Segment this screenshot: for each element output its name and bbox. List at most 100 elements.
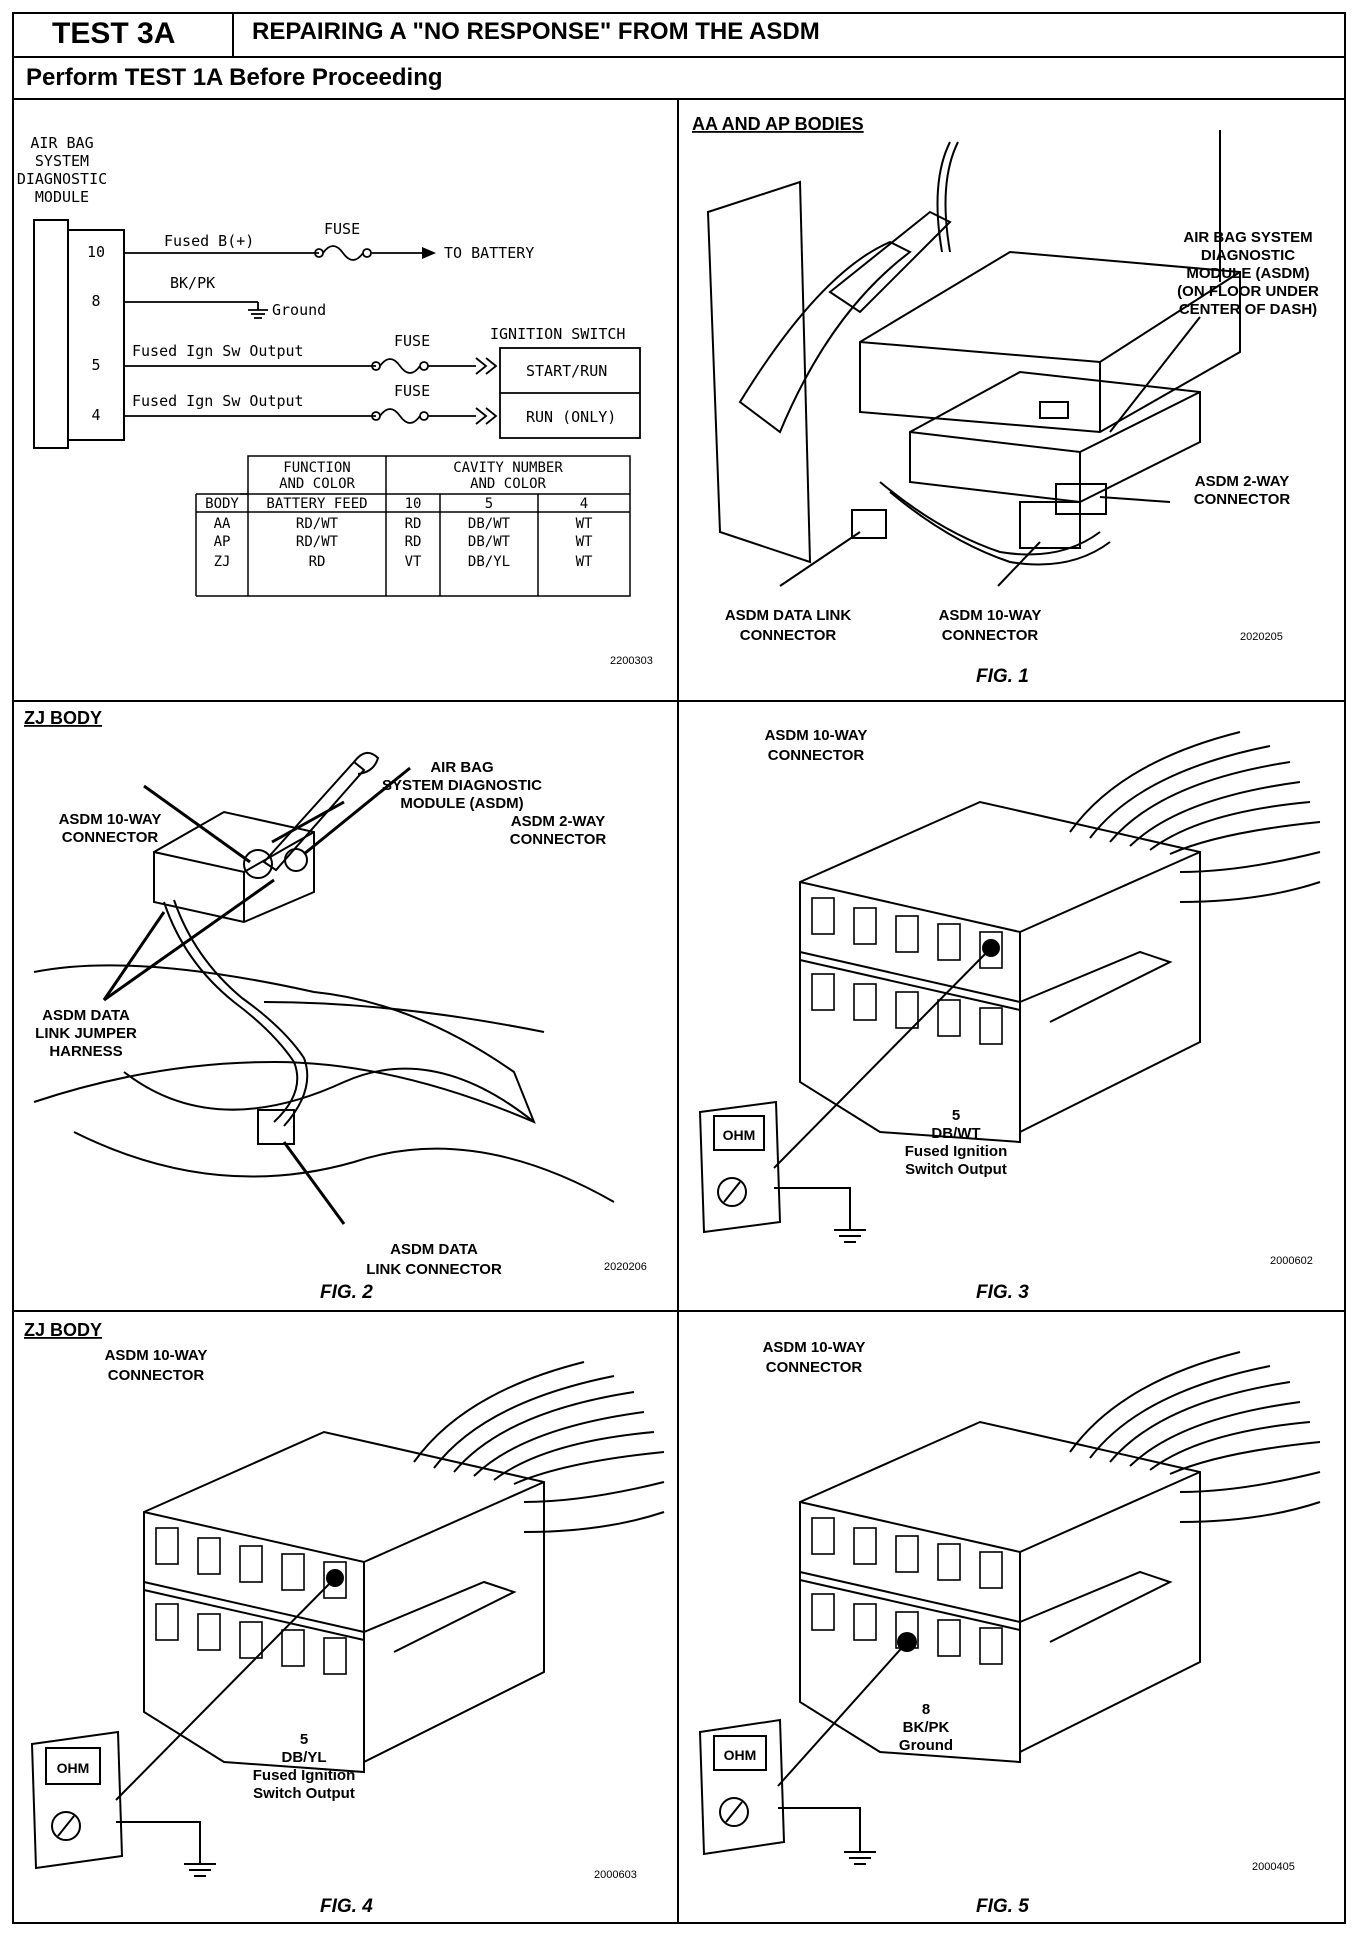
test-number: TEST 3A bbox=[12, 12, 234, 56]
fig2-heading: ZJ BODY bbox=[24, 708, 102, 728]
battery-arrow bbox=[422, 247, 436, 259]
cavity bbox=[895, 991, 919, 1029]
figure-caption: FIG. 5 bbox=[976, 1896, 1029, 1917]
cavity bbox=[197, 1537, 221, 1575]
cavity bbox=[937, 1543, 961, 1581]
reference-number: 2000405 bbox=[1252, 1861, 1295, 1873]
two-way-label: ASDM 2-WAY bbox=[1195, 473, 1289, 490]
asdm-callout: AIR BAG bbox=[430, 759, 493, 776]
test-header: TEST 3A REPAIRING A "NO RESPONSE" FROM T… bbox=[12, 12, 1346, 58]
ground-lead bbox=[116, 1821, 201, 1864]
callout-leader bbox=[303, 766, 411, 856]
prerequisite-note: Perform TEST 1A Before Proceeding bbox=[12, 58, 1346, 100]
wire-label: Fused Ign Sw Output bbox=[132, 392, 304, 410]
cavity bbox=[937, 1619, 961, 1657]
ohmmeter-dial-pointer bbox=[723, 1181, 741, 1203]
ohmmeter-display bbox=[713, 1115, 765, 1151]
probe-lead bbox=[773, 947, 992, 1169]
callout-leader bbox=[1099, 496, 1171, 503]
table-cell: 4 bbox=[580, 496, 588, 512]
switch-position: START/RUN bbox=[526, 362, 607, 380]
retainer-rail bbox=[143, 1589, 365, 1641]
fig4-illustration: ZJ BODY ASDM 10-WAY CONNECTOR OHM bbox=[24, 1320, 665, 1917]
cavity bbox=[811, 1593, 835, 1631]
table-cell: 10 bbox=[405, 496, 422, 512]
row-divider bbox=[12, 700, 1346, 702]
retainer-tab bbox=[363, 1580, 517, 1653]
cavity bbox=[853, 1527, 877, 1565]
cavity bbox=[811, 897, 835, 935]
fig1-illustration: AA AND AP BODIES AIR BAG SYSTEM DIAGNOST… bbox=[692, 114, 1319, 687]
test-title: REPAIRING A "NO RESPONSE" FROM THE ASDM bbox=[252, 18, 820, 45]
retainer-rail bbox=[143, 1581, 365, 1633]
table-cell: DB/WT bbox=[468, 516, 511, 532]
probe-lead bbox=[115, 1577, 336, 1801]
module-label: AIR BAG bbox=[30, 134, 93, 152]
reference-number: 2000602 bbox=[1270, 1255, 1313, 1267]
fuse-label: FUSE bbox=[324, 220, 360, 238]
cavity bbox=[323, 1637, 347, 1675]
table-cell: RD bbox=[405, 516, 422, 532]
callout-leader bbox=[102, 911, 166, 1001]
table-cell: BATTERY FEED bbox=[266, 496, 367, 512]
connector-title: ASDM 10-WAY bbox=[765, 727, 868, 744]
two-way-connector bbox=[1055, 483, 1107, 515]
ground-label: Ground bbox=[272, 301, 326, 319]
asdm-callout: MODULE (ASDM) bbox=[1186, 265, 1309, 282]
ohmmeter-label: OHM bbox=[723, 1127, 756, 1143]
fuse-4 bbox=[371, 408, 476, 424]
cavity bbox=[323, 1561, 347, 1599]
reference-number: 2020205 bbox=[1240, 631, 1283, 643]
jumper-harness bbox=[163, 901, 299, 1123]
probe-cavity: 5 bbox=[300, 1731, 308, 1748]
callout-leader bbox=[271, 800, 345, 844]
table-cell: WT bbox=[576, 554, 593, 570]
fuse-5 bbox=[371, 358, 476, 374]
reference-number: 2200303 bbox=[610, 655, 653, 667]
ohmmeter-dial-pointer bbox=[725, 1801, 743, 1823]
wiring-run bbox=[263, 1001, 545, 1033]
wire-bundle bbox=[944, 141, 959, 253]
ten-way-label: CONNECTOR bbox=[62, 829, 159, 846]
floor-bracket bbox=[738, 240, 912, 434]
harness bbox=[879, 481, 1101, 556]
pin-number: 5 bbox=[91, 356, 100, 374]
cavity bbox=[281, 1629, 305, 1667]
ohmmeter-body bbox=[698, 1718, 786, 1856]
floor-pan bbox=[123, 1067, 535, 1123]
cavity bbox=[979, 1007, 1003, 1045]
table-header: FUNCTION bbox=[283, 460, 350, 476]
two-way-connector bbox=[284, 848, 308, 872]
probe-circuit: Fused Ignition bbox=[905, 1143, 1008, 1160]
table-cell: WT bbox=[576, 534, 593, 550]
battery-label: TO BATTERY bbox=[444, 244, 534, 262]
data-link-connector bbox=[851, 509, 887, 539]
module-body bbox=[33, 219, 69, 449]
retainer-rail bbox=[799, 959, 1021, 1011]
retainer-rail bbox=[799, 1571, 1021, 1623]
callout-leader bbox=[143, 784, 251, 864]
floor-pan bbox=[73, 1131, 615, 1203]
callout-leader bbox=[103, 878, 275, 1002]
asdm-callout: MODULE (ASDM) bbox=[400, 795, 523, 812]
cavity bbox=[895, 1535, 919, 1573]
ten-way-connector bbox=[243, 849, 273, 879]
cavity bbox=[197, 1613, 221, 1651]
table-cell: ZJ bbox=[214, 554, 231, 570]
page-frame bbox=[12, 12, 1346, 1924]
cavity bbox=[281, 1553, 305, 1591]
two-way-label: CONNECTOR bbox=[510, 831, 607, 848]
dash-panel bbox=[706, 180, 812, 564]
table-cell: VT bbox=[405, 554, 422, 570]
switch-position: RUN (ONLY) bbox=[526, 408, 616, 426]
table-cell: DB/YL bbox=[468, 554, 510, 570]
ohmmeter-dial bbox=[717, 1177, 747, 1207]
switch-arrow bbox=[475, 407, 498, 425]
data-link-connector bbox=[257, 1109, 295, 1145]
table-header: AND COLOR bbox=[279, 476, 355, 492]
ten-way-label: ASDM 10-WAY bbox=[939, 607, 1042, 624]
asdm-callout: DIAGNOSTIC bbox=[1201, 247, 1295, 264]
cavity bbox=[937, 999, 961, 1037]
wire-label: Fused B(+) bbox=[164, 232, 254, 250]
connector-body bbox=[799, 1420, 1201, 1764]
